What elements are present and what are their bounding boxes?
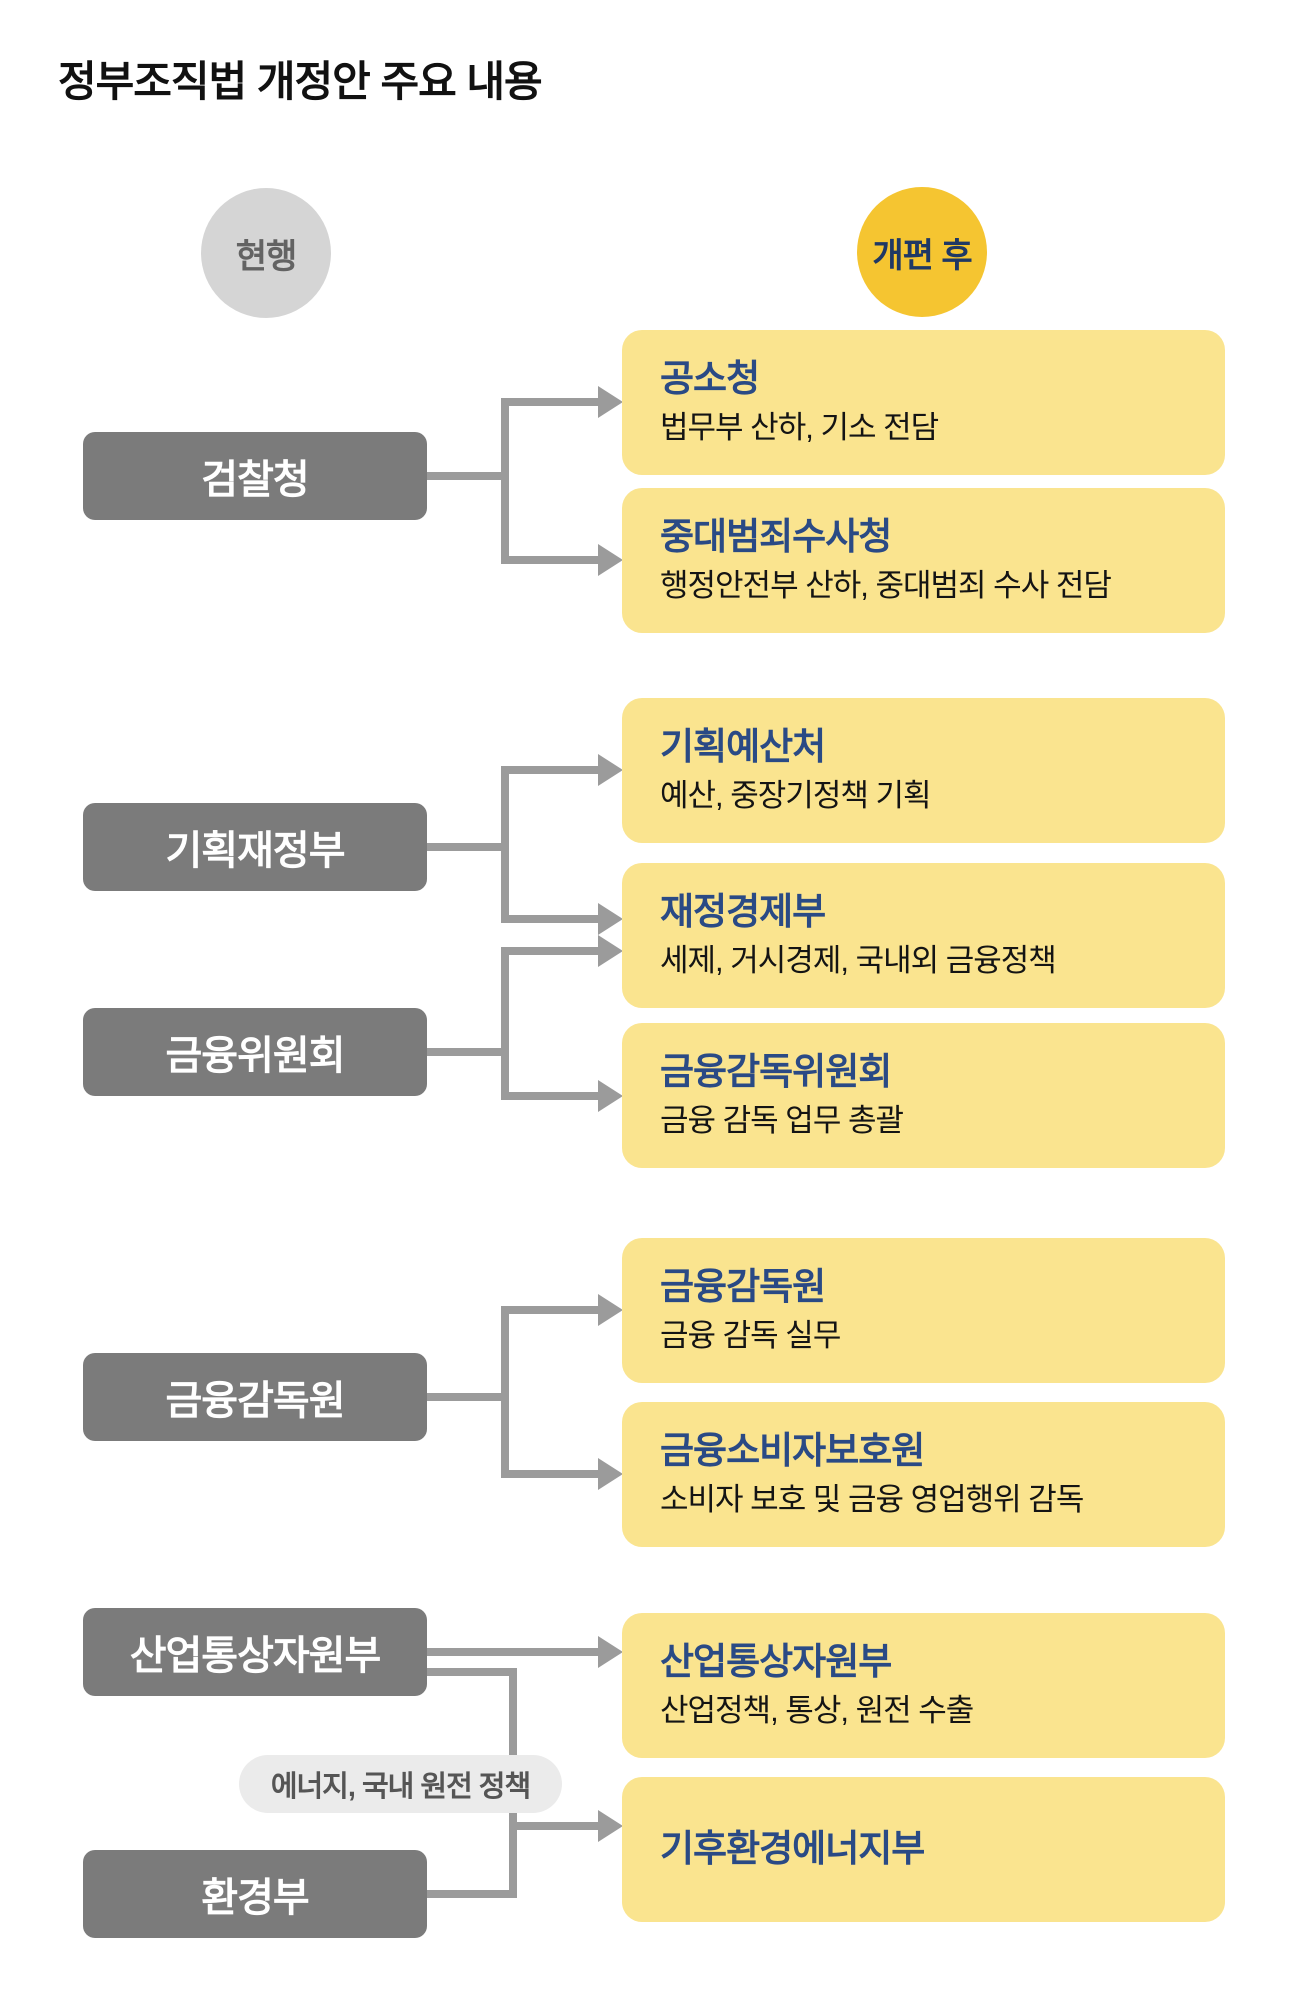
new-box-desc: 세제, 거시경제, 국내외 금융정책 — [660, 943, 1057, 979]
arrowhead-to-finance-economy-ministry-upper — [598, 903, 623, 935]
arrowhead-to-public-prosecution-office — [598, 386, 623, 418]
arrowhead-to-financial-supervisory-service — [598, 1294, 623, 1326]
current-badge-label: 현행 — [235, 237, 298, 276]
connector-energy-arm — [509, 1822, 598, 1830]
energy-policy-pill-label: 에너지, 국내 원전 정책 — [270, 1771, 531, 1803]
connector-fsc-arm-top — [505, 947, 598, 955]
new-box-public-prosecution-office: 공소청 법무부 산하, 기소 전담 — [622, 330, 1225, 475]
new-box-title: 기획예산처 — [660, 725, 826, 767]
connector-moef-arm-bottom — [505, 915, 598, 923]
arrowhead-to-financial-consumer-protection — [598, 1458, 623, 1490]
new-box-desc: 예산, 중장기정책 기획 — [660, 778, 932, 814]
new-box-desc: 행정안전부 산하, 중대범죄 수사 전담 — [660, 568, 1112, 604]
connector-moef-arm-top — [505, 766, 598, 774]
current-box-financial-supervisory-service: 금융감독원 — [83, 1353, 427, 1441]
current-box-industry-ministry: 산업통상자원부 — [83, 1608, 427, 1696]
new-box-desc: 법무부 산하, 기소 전담 — [660, 410, 939, 446]
connector-fsc-stub — [427, 1048, 509, 1056]
arrowhead-to-serious-crime-agency — [598, 544, 623, 576]
connector-fsc-arm-bottom — [505, 1092, 598, 1100]
new-box-title: 재정경제부 — [660, 890, 826, 932]
current-box-label: 기획재정부 — [165, 829, 346, 873]
arrowhead-to-climate-energy-ministry — [598, 1810, 623, 1842]
new-box-desc: 소비자 보호 및 금융 영업행위 감독 — [660, 1482, 1084, 1518]
new-box-financial-consumer-protection: 금융소비자보호원 소비자 보호 및 금융 영업행위 감독 — [622, 1402, 1225, 1547]
current-box-finance-ministry: 기획재정부 — [83, 803, 427, 891]
new-box-title: 공소청 — [660, 357, 760, 399]
new-box-desc: 금융 감독 실무 — [660, 1318, 841, 1354]
new-box-title: 기후환경에너지부 — [660, 1828, 925, 1870]
connector-moef-stub — [427, 843, 509, 851]
current-box-financial-services-commission: 금융위원회 — [83, 1008, 427, 1096]
new-box-title: 중대범죄수사청 — [660, 515, 892, 557]
new-box-title: 금융감독원 — [660, 1265, 826, 1307]
connector-fss-arm-bottom — [505, 1470, 598, 1478]
connector-prosecution-arm-top — [505, 398, 598, 406]
connector-motie-straight — [427, 1648, 598, 1656]
connector-environment-stub — [427, 1890, 509, 1898]
new-box-title: 금융소비자보호원 — [660, 1429, 925, 1471]
current-box-environment-ministry: 환경부 — [83, 1850, 427, 1938]
energy-policy-pill: 에너지, 국내 원전 정책 — [239, 1755, 562, 1813]
current-box-label: 환경부 — [201, 1876, 309, 1920]
connector-fss-vertical — [501, 1306, 509, 1478]
current-box-prosecution-service: 검찰청 — [83, 432, 427, 520]
arrowhead-to-financial-supervisory-commission — [598, 1080, 623, 1112]
new-box-title: 산업통상자원부 — [660, 1640, 892, 1682]
current-box-label: 산업통상자원부 — [129, 1634, 382, 1678]
new-box-climate-energy-ministry: 기후환경에너지부 — [622, 1777, 1225, 1922]
arrowhead-to-planning-budget-office — [598, 754, 623, 786]
current-box-label: 금융감독원 — [165, 1379, 346, 1423]
connector-motie-energy-stub — [427, 1668, 513, 1676]
arrowhead-to-motie-new — [598, 1636, 623, 1668]
current-box-label: 검찰청 — [201, 458, 309, 502]
new-box-desc: 산업정책, 통상, 원전 수출 — [660, 1693, 974, 1729]
after-badge: 개편 후 — [857, 187, 987, 317]
connector-fsc-vertical — [501, 947, 509, 1100]
after-badge-label: 개편 후 — [872, 236, 972, 275]
connector-moef-vertical — [501, 766, 509, 923]
page-title: 정부조직법 개정안 주요 내용 — [58, 58, 543, 105]
current-badge: 현행 — [201, 188, 331, 318]
new-box-financial-supervisory-commission: 금융감독위원회 금융 감독 업무 총괄 — [622, 1023, 1225, 1168]
new-box-planning-budget-office: 기획예산처 예산, 중장기정책 기획 — [622, 698, 1225, 843]
new-box-finance-economy-ministry: 재정경제부 세제, 거시경제, 국내외 금융정책 — [622, 863, 1225, 1008]
connector-prosecution-stub — [427, 472, 509, 480]
connector-prosecution-vertical — [501, 398, 509, 564]
new-box-industry-ministry: 산업통상자원부 산업정책, 통상, 원전 수출 — [622, 1613, 1225, 1758]
new-box-serious-crime-agency: 중대범죄수사청 행정안전부 산하, 중대범죄 수사 전담 — [622, 488, 1225, 633]
connector-fss-arm-top — [505, 1306, 598, 1314]
connector-prosecution-arm-bottom — [505, 556, 598, 564]
new-box-desc: 금융 감독 업무 총괄 — [660, 1103, 904, 1139]
connector-fss-stub — [427, 1393, 509, 1401]
current-box-label: 금융위원회 — [165, 1034, 346, 1078]
new-box-title: 금융감독위원회 — [660, 1050, 892, 1092]
new-box-financial-supervisory-service: 금융감독원 금융 감독 실무 — [622, 1238, 1225, 1383]
arrowhead-to-finance-economy-ministry-lower — [598, 935, 623, 967]
